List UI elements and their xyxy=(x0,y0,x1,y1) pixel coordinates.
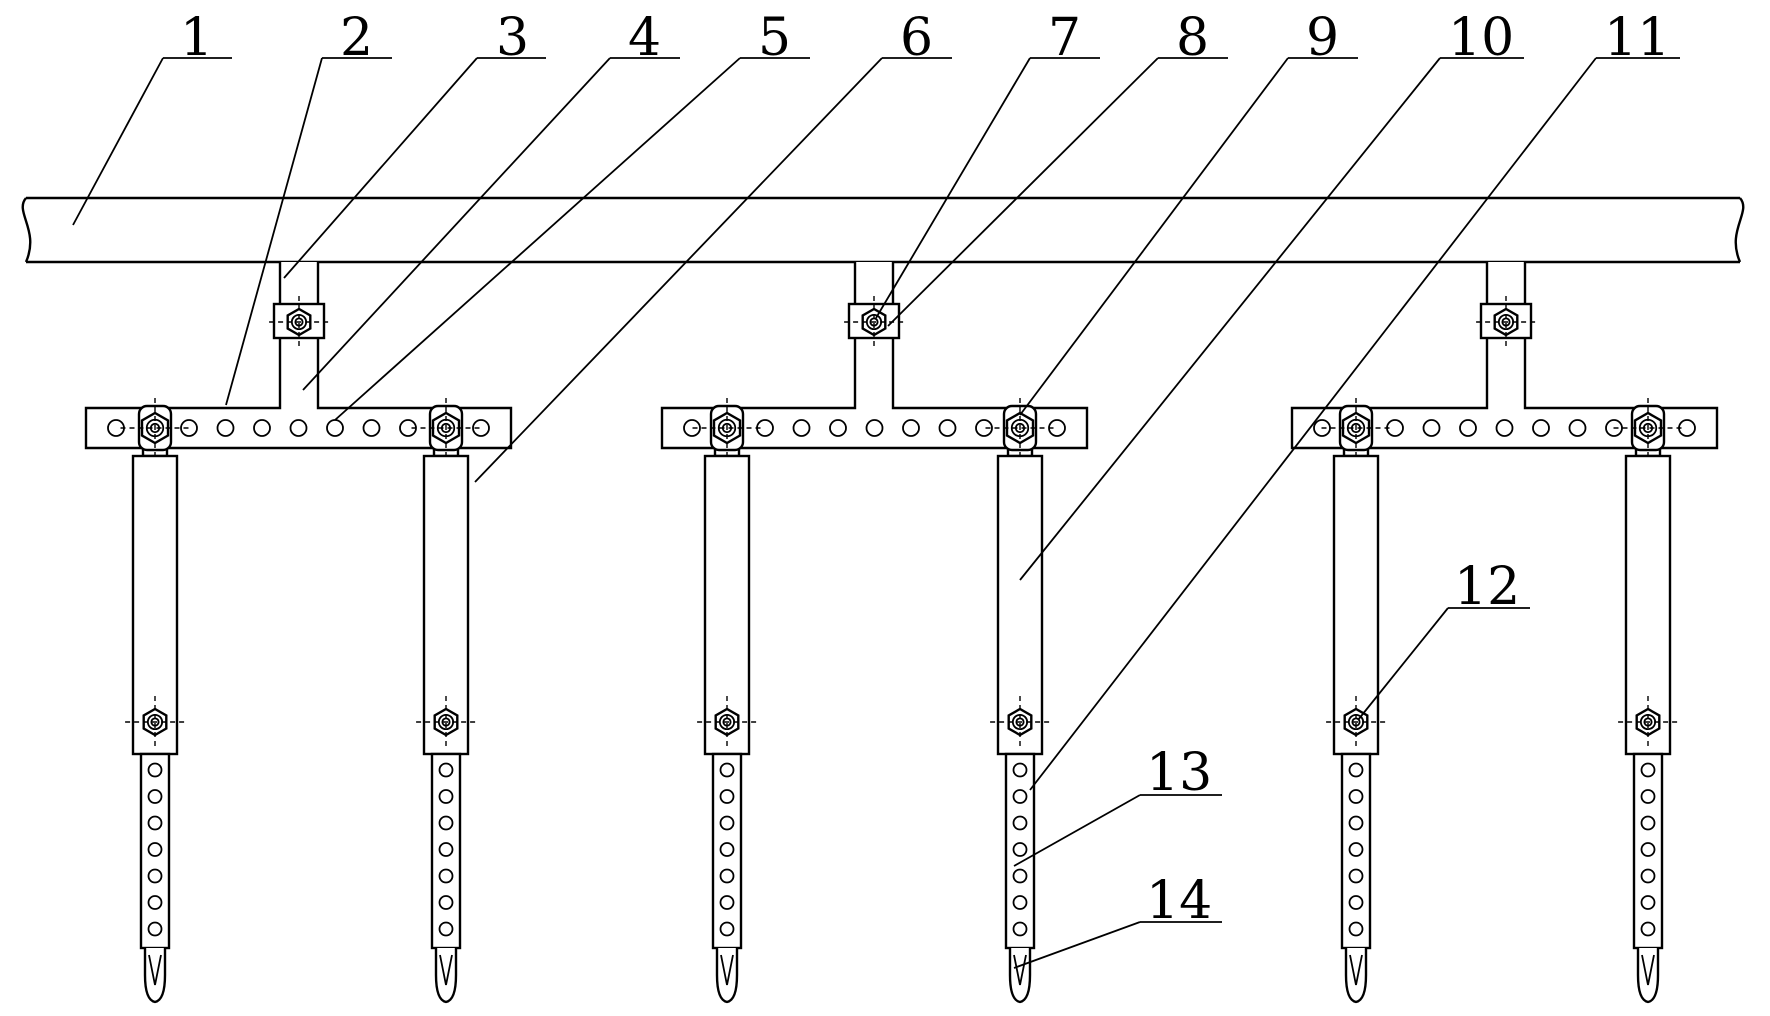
rod-hole xyxy=(1014,896,1027,909)
rod-hole xyxy=(1350,843,1363,856)
crossbar-hole xyxy=(1460,420,1476,436)
rod-hole xyxy=(440,764,453,777)
crossbar-hole xyxy=(794,420,810,436)
crossbar-hole xyxy=(254,420,270,436)
leader-9 xyxy=(1020,58,1288,415)
rod-hole xyxy=(149,923,162,936)
crossbar-hole xyxy=(903,420,919,436)
rod-hole xyxy=(721,896,734,909)
leader-lines xyxy=(73,58,1680,968)
rod-hole xyxy=(149,870,162,883)
hanger-unit-3 xyxy=(1292,262,1717,1002)
crossbar-hole xyxy=(1570,420,1586,436)
label-14: 14 xyxy=(1146,871,1212,931)
label-5: 5 xyxy=(758,8,791,68)
leader-1 xyxy=(73,58,163,225)
leg-1 xyxy=(693,398,762,1002)
crossbar-hole xyxy=(940,420,956,436)
leg-tip xyxy=(1638,948,1658,1002)
rod-hole xyxy=(721,843,734,856)
leg-2 xyxy=(412,398,481,1002)
leg-2 xyxy=(986,398,1055,1002)
label-2: 2 xyxy=(340,8,373,68)
crossbar-hole xyxy=(684,420,700,436)
rod-hole xyxy=(721,870,734,883)
rod-hole xyxy=(149,790,162,803)
label-9: 9 xyxy=(1306,8,1339,68)
rod-hole xyxy=(149,896,162,909)
rod-hole xyxy=(440,817,453,830)
rod-hole xyxy=(1350,870,1363,883)
leader-5 xyxy=(335,58,740,420)
rod-hole xyxy=(1350,923,1363,936)
crossbar-hole xyxy=(327,420,343,436)
hanger-unit-2 xyxy=(662,262,1087,1002)
leg-tip xyxy=(1010,948,1030,1002)
rod-hole xyxy=(721,764,734,777)
rod-hole xyxy=(149,843,162,856)
rod-hole xyxy=(721,817,734,830)
label-7: 7 xyxy=(1048,8,1081,68)
crossbar-hole xyxy=(291,420,307,436)
leg-tip xyxy=(1346,948,1366,1002)
rod-hole xyxy=(1014,817,1027,830)
hanger-unit-1 xyxy=(86,262,511,1002)
crossbar-hole xyxy=(1497,420,1513,436)
crossbar-hole xyxy=(1424,420,1440,436)
crossbar-hole xyxy=(364,420,380,436)
rod-hole xyxy=(1350,817,1363,830)
part-labels: 1 2 3 4 5 6 7 8 9 10 11 12 13 14 xyxy=(180,8,1670,931)
rod-hole xyxy=(149,764,162,777)
rod-hole xyxy=(721,790,734,803)
leg-tip xyxy=(436,948,456,1002)
rod-hole xyxy=(1350,790,1363,803)
rod-hole xyxy=(1642,790,1655,803)
crossbar-hole xyxy=(181,420,197,436)
rod-hole xyxy=(440,843,453,856)
rod-hole xyxy=(1642,896,1655,909)
rod-hole xyxy=(1014,870,1027,883)
rod-hole xyxy=(440,923,453,936)
crossbar-hole xyxy=(1533,420,1549,436)
leg-2 xyxy=(1614,398,1683,1002)
crossbar-hole xyxy=(218,420,234,436)
label-10: 10 xyxy=(1448,8,1514,68)
rod-hole xyxy=(721,923,734,936)
rod-hole xyxy=(1642,817,1655,830)
label-11: 11 xyxy=(1604,8,1670,68)
rod-hole xyxy=(1350,764,1363,777)
label-8: 8 xyxy=(1176,8,1209,68)
label-1: 1 xyxy=(180,8,213,68)
rod-hole xyxy=(1642,843,1655,856)
rod-hole xyxy=(1014,764,1027,777)
label-13: 13 xyxy=(1146,743,1212,803)
rod-hole xyxy=(149,817,162,830)
leg-1 xyxy=(121,398,190,1002)
rod-hole xyxy=(440,896,453,909)
label-4: 4 xyxy=(628,8,661,68)
rod-hole xyxy=(440,870,453,883)
rod-hole xyxy=(1014,843,1027,856)
label-3: 3 xyxy=(496,8,529,68)
leg-tip xyxy=(717,948,737,1002)
rod-hole xyxy=(440,790,453,803)
rod-hole xyxy=(1350,896,1363,909)
leader-7 xyxy=(876,58,1030,318)
crossbar-hole xyxy=(867,420,883,436)
rod-hole xyxy=(1642,870,1655,883)
crossbar-hole xyxy=(830,420,846,436)
leader-4 xyxy=(303,58,610,390)
leg-1 xyxy=(1322,398,1391,1002)
rod-hole xyxy=(1642,764,1655,777)
label-6: 6 xyxy=(900,8,933,68)
rod-hole xyxy=(1642,923,1655,936)
label-12: 12 xyxy=(1454,557,1520,617)
leg-tip xyxy=(145,948,165,1002)
hanger-units xyxy=(86,262,1717,1002)
rod-hole xyxy=(1014,790,1027,803)
rod-hole xyxy=(1014,923,1027,936)
